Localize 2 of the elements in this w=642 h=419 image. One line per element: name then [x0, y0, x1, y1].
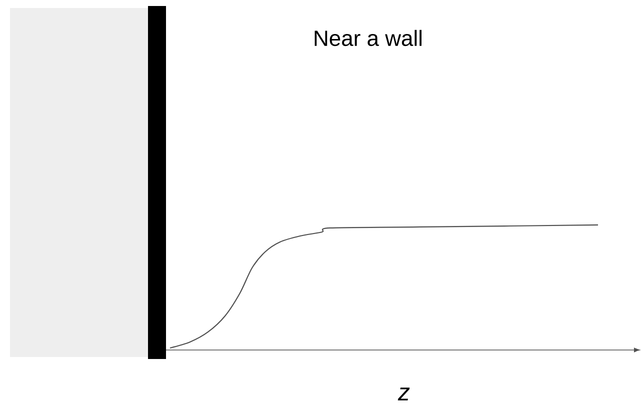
axis-label: z: [398, 388, 410, 400]
title: Near a wall: [314, 30, 422, 46]
